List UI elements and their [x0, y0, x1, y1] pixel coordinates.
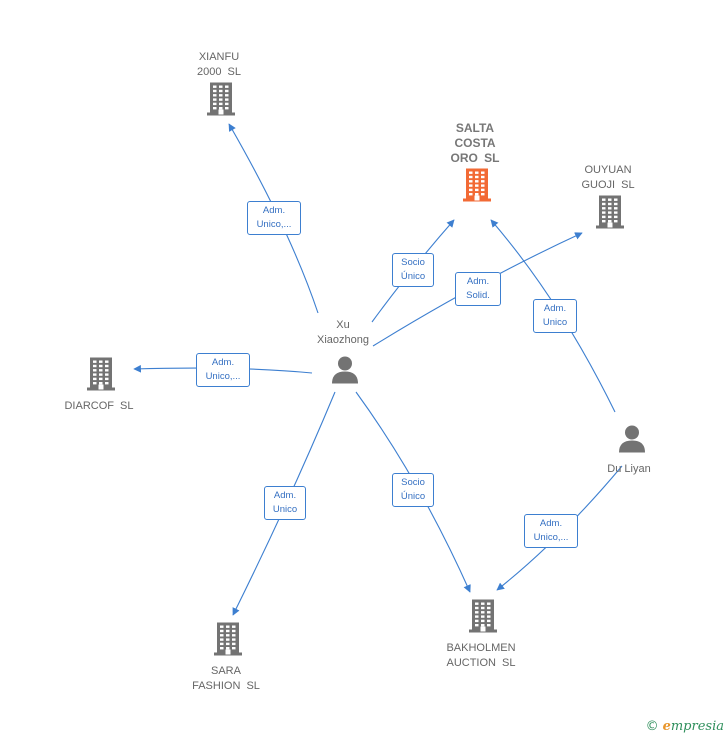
person-icon-du[interactable] — [617, 424, 647, 459]
person-icon-xu[interactable] — [330, 355, 360, 390]
edge-label-du-bakholmen[interactable]: Adm. Unico,... — [524, 514, 578, 548]
node-label-line: SARA — [211, 665, 241, 677]
edge-label-xu-diarcof[interactable]: Adm. Unico,... — [196, 353, 250, 387]
building-icon-sara[interactable] — [213, 621, 243, 662]
node-label-line: COSTA — [454, 136, 496, 150]
edge-label-line: Unico — [272, 504, 298, 515]
building-icon-ouyuan[interactable] — [595, 194, 625, 235]
node-label-line: Xiaozhong — [317, 334, 369, 346]
edge-label-line: Solid. — [466, 290, 490, 301]
node-label-line: AUCTION SL — [446, 657, 516, 669]
building-icon-xianfu[interactable] — [206, 81, 236, 122]
node-label-sara[interactable]: SARA FASHION SL — [192, 664, 260, 694]
edge-label-line: Unico,... — [256, 219, 292, 230]
edge-label-du-salta[interactable]: Adm. Unico — [533, 299, 577, 333]
edge-label-line: Adm. — [543, 303, 567, 314]
footer-brand[interactable]: ©empresia — [646, 719, 724, 734]
edge-label-line: Único — [400, 491, 426, 502]
node-label-du[interactable]: Du Liyan — [607, 462, 650, 477]
building-icon-diarcof[interactable] — [86, 356, 116, 397]
node-label-bakholmen[interactable]: BAKHOLMEN AUCTION SL — [446, 641, 515, 671]
node-label-line: 2000 SL — [197, 66, 241, 78]
node-label-line: Du Liyan — [607, 463, 651, 475]
copyright-symbol: © — [645, 719, 659, 734]
edge-label-line: Unico — [542, 317, 568, 328]
node-label-diarcof[interactable]: DIARCOF SL — [64, 399, 133, 414]
node-label-xianfu[interactable]: XIANFU 2000 SL — [197, 50, 241, 80]
edge-label-line: Adm. — [262, 205, 286, 216]
edge-label-xu-xianfu[interactable]: Adm. Unico,... — [247, 201, 301, 235]
node-label-ouyuan[interactable]: OUYUAN GUOJI SL — [581, 163, 634, 193]
node-label-line: DIARCOF SL — [64, 400, 134, 412]
edge-label-line: Unico,... — [533, 532, 569, 543]
brand-initial: e — [662, 719, 671, 734]
edge-label-line: Adm. — [539, 518, 563, 529]
edge-label-line: Adm. — [273, 490, 297, 501]
building-icon-salta[interactable] — [462, 167, 492, 208]
node-label-line: FASHION SL — [192, 680, 260, 692]
edge-label-line: Único — [400, 271, 426, 282]
node-label-line: BAKHOLMEN — [446, 642, 516, 654]
node-label-line: XIANFU — [198, 51, 240, 63]
brand-rest: mpresia — [670, 719, 724, 734]
edge-label-line: Adm. — [466, 276, 490, 287]
node-label-line: OUYUAN — [584, 164, 632, 176]
node-label-line: Xu — [336, 319, 350, 331]
edge-label-line: Socio — [401, 477, 425, 488]
node-label-line: SALTA — [455, 121, 495, 135]
node-label-line: GUOJI SL — [581, 179, 635, 191]
edge-label-line: Socio — [401, 257, 425, 268]
edge-label-xu-ouyuan[interactable]: Adm. Solid. — [455, 272, 501, 306]
edge-label-line: Unico,... — [205, 371, 241, 382]
edge-label-xu-sara[interactable]: Adm. Unico — [264, 486, 306, 520]
building-icon-bakholmen[interactable] — [468, 598, 498, 639]
node-label-line: ORO SL — [450, 151, 500, 165]
edge-label-line: Adm. — [211, 357, 235, 368]
